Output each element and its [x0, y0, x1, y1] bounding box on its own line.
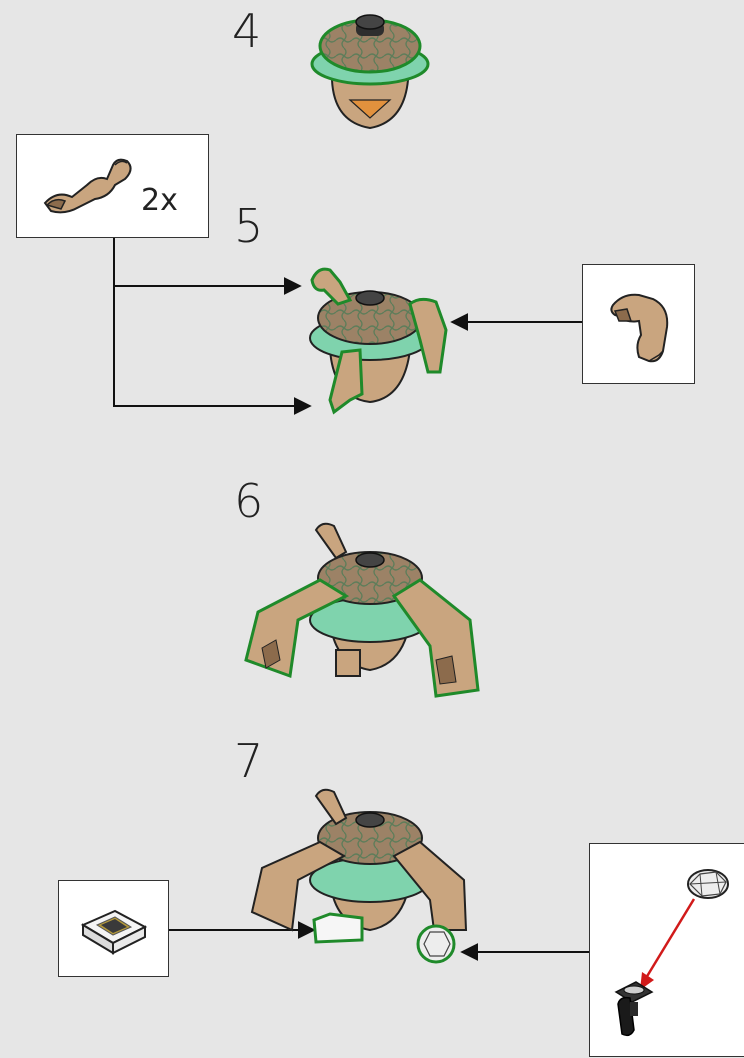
quantity-label: 2x — [141, 183, 178, 218]
step-number-6: 6 — [234, 474, 264, 528]
step7-assembly — [250, 788, 468, 964]
step4-assembly — [310, 14, 430, 130]
parts-callout-step7-left — [58, 880, 169, 977]
black-stand-piece-icon — [614, 981, 654, 1037]
gem-on-stand-icon — [614, 869, 729, 1037]
step5-assembly — [309, 267, 448, 415]
parts-callout-step5-right — [582, 264, 695, 384]
step-number-7: 7 — [234, 734, 264, 788]
step-number-4: 4 — [232, 4, 262, 58]
parts-callout-step5-left: 2x — [16, 134, 209, 238]
trans-clear-tile-icon — [80, 909, 148, 955]
tan-claw-piece-icon — [610, 293, 669, 363]
silver-gem-piece-icon — [687, 869, 729, 899]
tan-arm-piece-icon — [43, 158, 132, 214]
step6-assembly — [244, 522, 480, 698]
parts-callout-step7-right — [589, 843, 744, 1057]
step-number-5: 5 — [234, 199, 264, 253]
